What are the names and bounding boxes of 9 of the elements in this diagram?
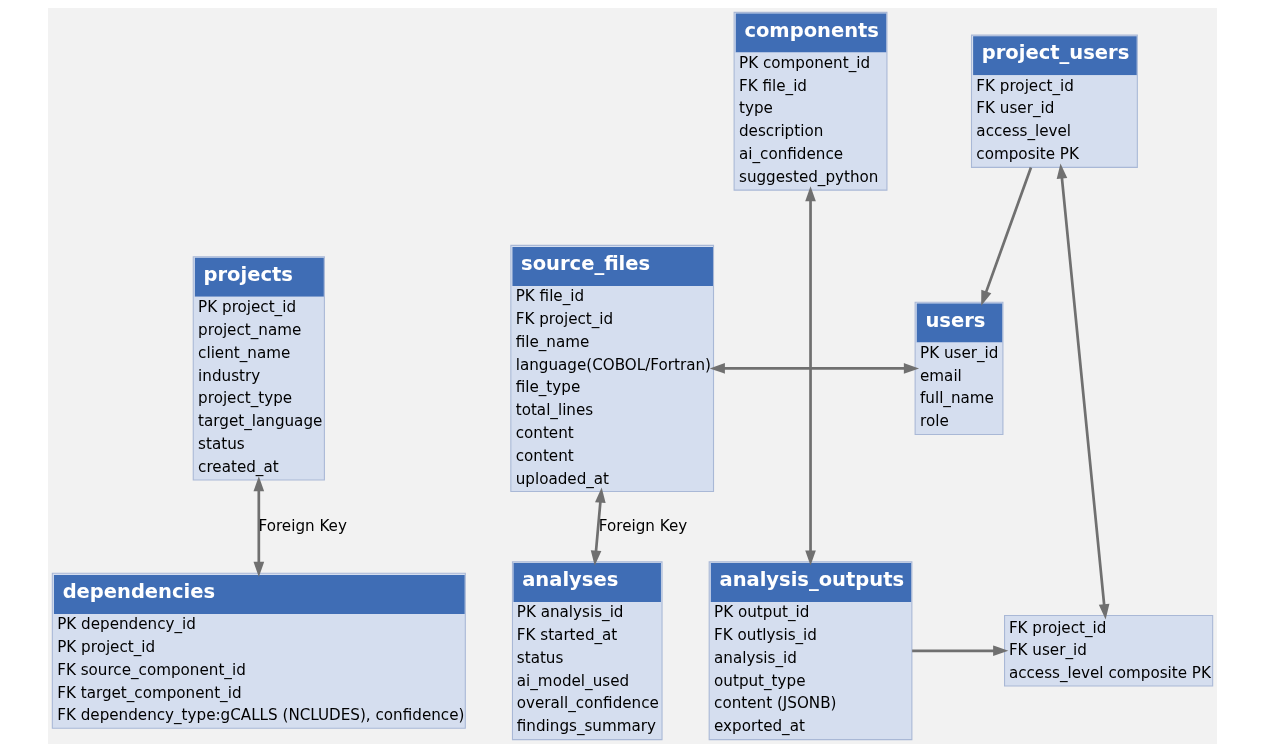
- arrow: [1056, 163, 1109, 620]
- edge-label: Foreign Key: [258, 516, 347, 535]
- arrow: [253, 476, 264, 578]
- arrow: [911, 645, 1008, 657]
- arrow: [980, 167, 1032, 306]
- edge-label: Foreign Key: [598, 516, 687, 535]
- arrow: [709, 363, 919, 374]
- arrow: [590, 487, 606, 566]
- arrow: [804, 186, 816, 566]
